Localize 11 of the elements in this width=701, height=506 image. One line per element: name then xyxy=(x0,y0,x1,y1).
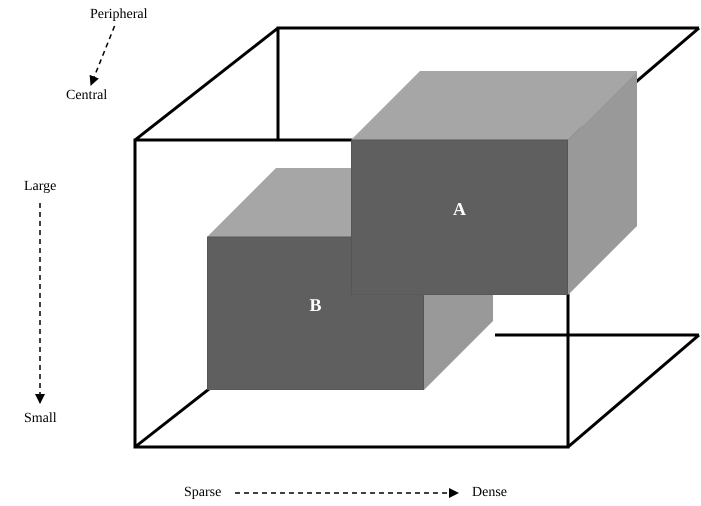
axis-label: Dense xyxy=(472,485,507,501)
dashed-arrow xyxy=(35,203,45,404)
dashed-arrow xyxy=(90,26,116,86)
block-label: B xyxy=(310,295,322,316)
axis-label: Central xyxy=(66,88,108,104)
axis-label: Small xyxy=(24,411,57,427)
axis-label: Sparse xyxy=(184,485,222,501)
dashed-arrow xyxy=(235,488,459,498)
block-label: A xyxy=(453,199,466,220)
axis-label: Peripheral xyxy=(90,7,148,23)
axis-label: Large xyxy=(24,179,56,195)
